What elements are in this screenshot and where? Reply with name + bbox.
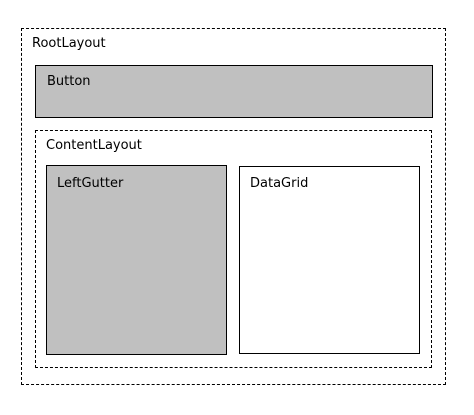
- root-layout-box: RootLayout: [21, 28, 446, 385]
- button-box: Button: [35, 65, 433, 118]
- data-grid-box: DataGrid: [239, 166, 420, 354]
- left-gutter-label: LeftGutter: [57, 176, 124, 191]
- root-layout-label: RootLayout: [32, 36, 106, 51]
- content-layout-label: ContentLayout: [46, 138, 142, 153]
- button-label: Button: [47, 74, 91, 89]
- left-gutter-box: LeftGutter: [46, 165, 227, 355]
- content-layout-box: ContentLayout: [35, 130, 432, 368]
- data-grid-label: DataGrid: [250, 176, 309, 191]
